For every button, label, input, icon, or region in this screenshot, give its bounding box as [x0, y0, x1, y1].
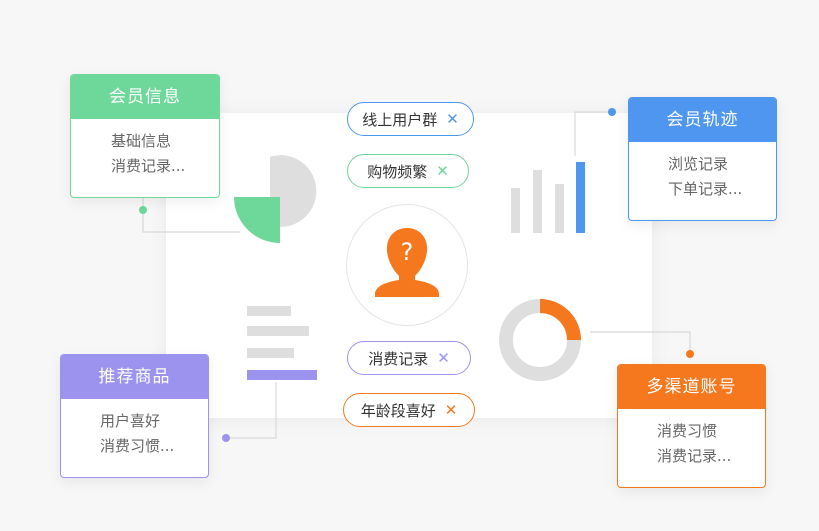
- bar-chart-icon: [511, 162, 585, 233]
- card-line: 消费记录...: [657, 447, 732, 465]
- close-icon[interactable]: ✕: [446, 109, 459, 128]
- card-line: 消费习惯...: [100, 437, 175, 455]
- close-icon[interactable]: ✕: [437, 348, 450, 367]
- card-line: 消费记录...: [111, 157, 186, 175]
- tag-age-preference[interactable]: 年龄段喜好 ✕: [343, 393, 475, 427]
- card-title: 推荐商品: [61, 355, 208, 399]
- card-line: 下单记录...: [668, 180, 743, 198]
- tag-online-group[interactable]: 线上用户群 ✕: [347, 102, 474, 136]
- card-recommend: 推荐商品 用户喜好 消费习惯...: [60, 354, 209, 478]
- list-lines-icon: [247, 306, 317, 380]
- close-icon[interactable]: ✕: [444, 400, 458, 419]
- tag-label: 购物频繁: [367, 162, 428, 181]
- tag-consumption-record[interactable]: 消费记录 ✕: [347, 341, 471, 375]
- card-line: 基础信息: [111, 132, 172, 150]
- card-title: 多渠道账号: [618, 365, 765, 409]
- card-title: 会员轨迹: [629, 98, 776, 142]
- card-title: 会员信息: [71, 75, 219, 119]
- donut-chart-icon: [499, 299, 581, 381]
- avatar-question-mark: ?: [401, 238, 414, 266]
- tag-label: 年龄段喜好: [360, 401, 436, 420]
- user-question-icon: ?: [375, 228, 439, 297]
- pie-chart-icon: [234, 155, 317, 243]
- tag-label: 线上用户群: [362, 110, 438, 129]
- close-icon[interactable]: ✕: [436, 161, 449, 180]
- tag-label: 消费记录: [368, 349, 429, 368]
- card-member-info: 会员信息 基础信息 消费记录...: [70, 74, 220, 198]
- card-channels: 多渠道账号 消费习惯 消费记录...: [617, 364, 766, 488]
- tag-frequent-shopping[interactable]: 购物频繁 ✕: [347, 154, 469, 188]
- card-line: 消费习惯: [657, 422, 718, 440]
- card-line: 浏览记录: [668, 155, 729, 173]
- card-member-trace: 会员轨迹 浏览记录 下单记录...: [628, 97, 777, 221]
- card-line: 用户喜好: [100, 412, 161, 430]
